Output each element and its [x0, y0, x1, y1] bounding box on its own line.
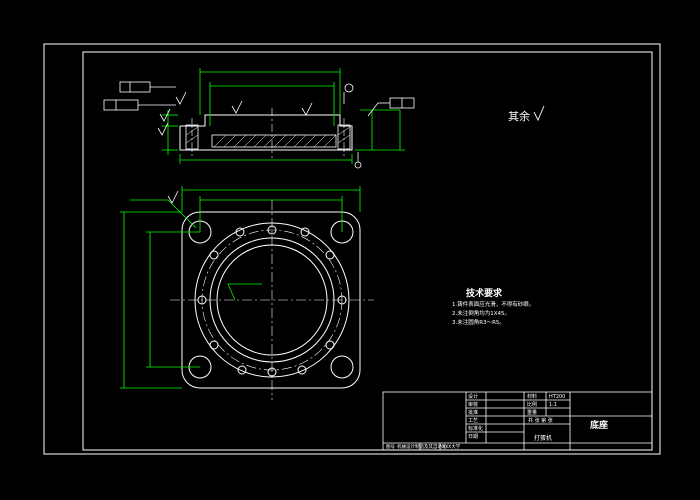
tolerance-frame-right [367, 97, 415, 117]
tech-note-1: 1.铸件表面应光滑，不得有砂眼。 [452, 300, 534, 308]
tech-requirements-title: 技术要求 [466, 287, 503, 299]
surface-note-symbol [533, 105, 545, 122]
tb-major: 机械设计制造及其自动化 [397, 443, 447, 450]
datum-markers [343, 83, 362, 169]
tech-note-2: 2.未注倒角均为1X45。 [452, 309, 510, 317]
tb-material: HT200 [549, 394, 565, 400]
tb-scale-label: 比例 [527, 401, 537, 408]
tb-drawing-no: 图号 [386, 444, 395, 450]
title-block [382, 391, 653, 451]
tb-row-review: 审核 [468, 401, 478, 408]
tb-row-process: 工艺 [468, 418, 478, 424]
tb-row-approve: 批准 [468, 409, 478, 416]
tb-row-standard: 标准化 [468, 425, 483, 432]
tech-note-3: 3.未注圆角R3～R5。 [452, 318, 505, 326]
tb-row-date: 日期 [468, 434, 478, 440]
inner-frame [82, 51, 653, 451]
part-name: 底座 [590, 419, 608, 431]
machine-name: 打蛋机 [534, 434, 552, 442]
tb-weight-label: 重量 [527, 409, 537, 416]
surface-note: 其余 [508, 109, 530, 123]
tb-scale: 1:1 [549, 402, 557, 408]
tb-sheet: 共 张 第 张 [528, 417, 553, 424]
plan-dimensions [120, 186, 361, 389]
tb-school: XXX大学 [442, 443, 461, 450]
section-view [179, 108, 353, 158]
plan-centerlines [170, 200, 374, 400]
outer-frame [43, 43, 661, 455]
section-dimensions [162, 68, 405, 164]
roughness-symbols [157, 91, 313, 204]
tb-row-design: 设计 [468, 393, 478, 400]
tb-material-label: 材料 [527, 393, 537, 400]
tolerance-frame-left [103, 81, 176, 111]
